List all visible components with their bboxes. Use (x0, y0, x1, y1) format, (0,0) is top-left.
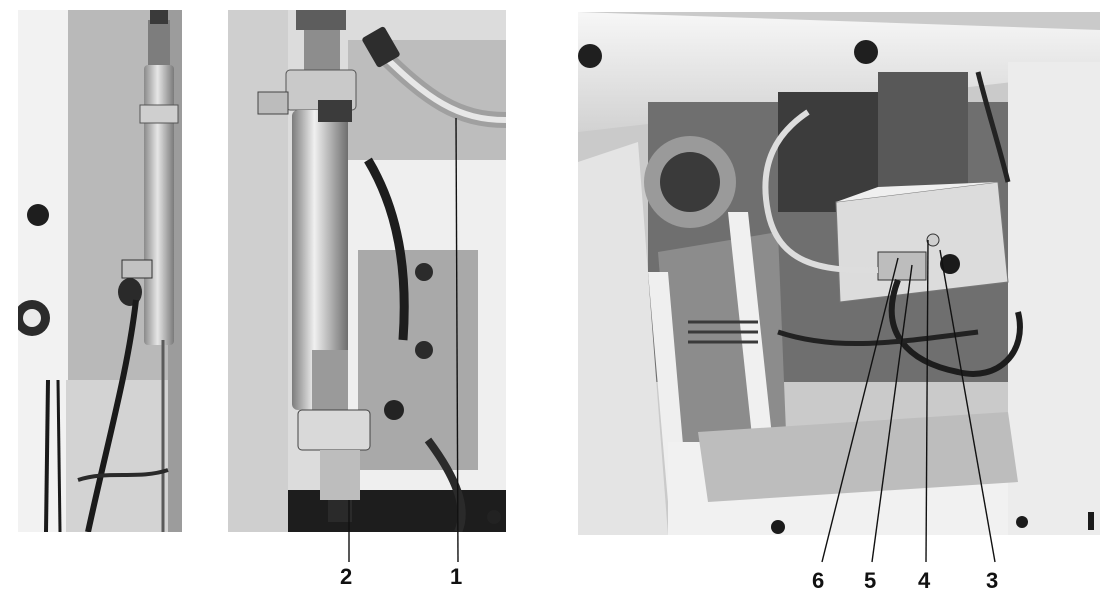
cylinder-side-view-image (18, 10, 182, 532)
photo-right-panel (578, 12, 1100, 535)
callout-number-4: 4 (918, 568, 931, 593)
callout-number-1: 1 (450, 564, 463, 589)
photo-left-panel (18, 10, 182, 532)
callout-number-5: 5 (864, 568, 877, 593)
callout-number-6: 6 (812, 568, 825, 593)
callout-number-2: 2 (340, 564, 353, 589)
cylinder-bracket-image (228, 10, 506, 532)
callout-number-3: 3 (986, 568, 999, 593)
sensor-assembly-image (578, 12, 1100, 535)
photo-middle-panel (228, 10, 506, 532)
